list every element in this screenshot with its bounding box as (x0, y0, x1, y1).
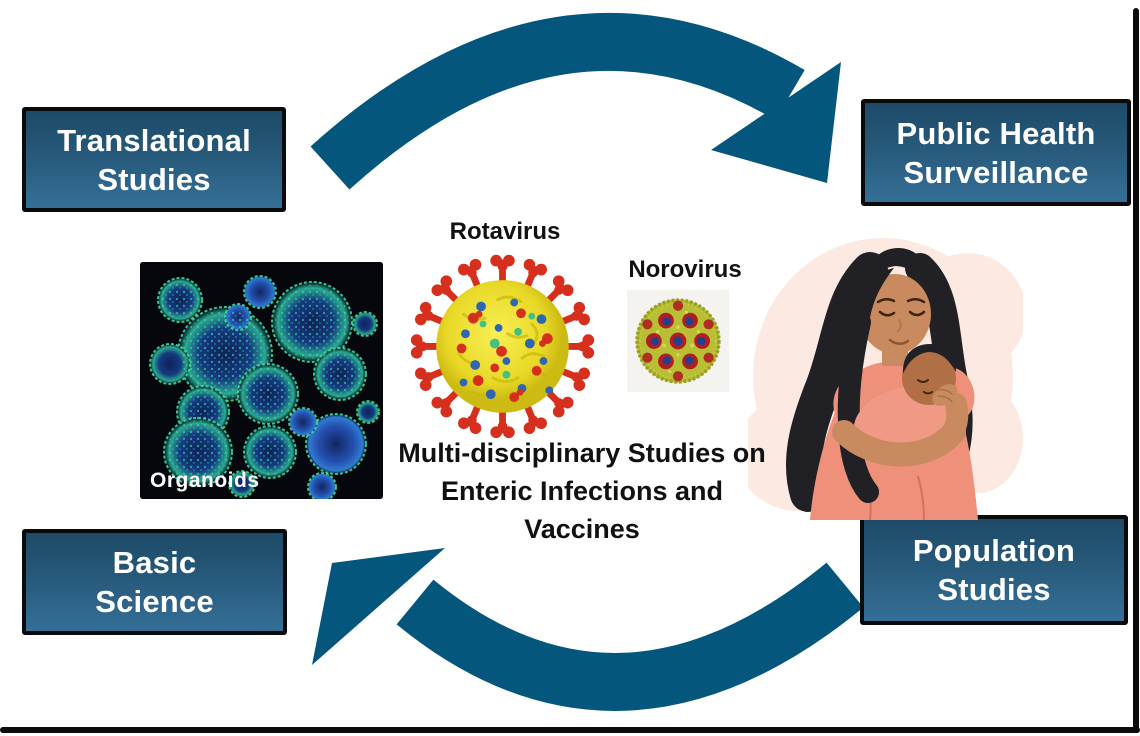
node-label-line: Surveillance (903, 154, 1089, 190)
center-title-line: Vaccines (524, 514, 640, 544)
center-title: Multi-disciplinary Studies on Enteric In… (362, 434, 802, 548)
node-label-line: Basic (112, 545, 197, 580)
center-title-line: Enteric Infections and (440, 476, 724, 506)
norovirus-illustration (627, 290, 729, 392)
node-label-line: Studies (97, 161, 211, 197)
top-arrow (310, 12, 841, 190)
node-label-line: Science (95, 584, 214, 619)
mother-child-illustration (748, 238, 1023, 520)
norovirus-label: Norovirus (628, 256, 742, 283)
node-label-line: Studies (937, 572, 1051, 607)
node-label-line: Public Health (896, 115, 1096, 151)
node-label-line: Population (912, 533, 1076, 568)
organoids-micrograph: Organoids (140, 262, 383, 499)
bottom-arrow (312, 548, 864, 711)
node-translational-studies: Translational Studies (22, 107, 286, 212)
rotavirus-illustration (410, 254, 595, 439)
figure-border-right (1133, 8, 1139, 733)
node-label-line: Translational (57, 122, 251, 158)
organoids-label: Organoids (150, 469, 260, 492)
rotavirus-label: Rotavirus (449, 218, 561, 245)
node-public-health-surveillance: Public Health Surveillance (861, 99, 1131, 206)
node-basic-science: Basic Science (22, 529, 287, 635)
node-population-studies: Population Studies (860, 515, 1128, 625)
organoids-image (140, 262, 383, 499)
center-title-line: Multi-disciplinary Studies on (398, 438, 766, 468)
figure-border-bottom (0, 727, 1140, 733)
